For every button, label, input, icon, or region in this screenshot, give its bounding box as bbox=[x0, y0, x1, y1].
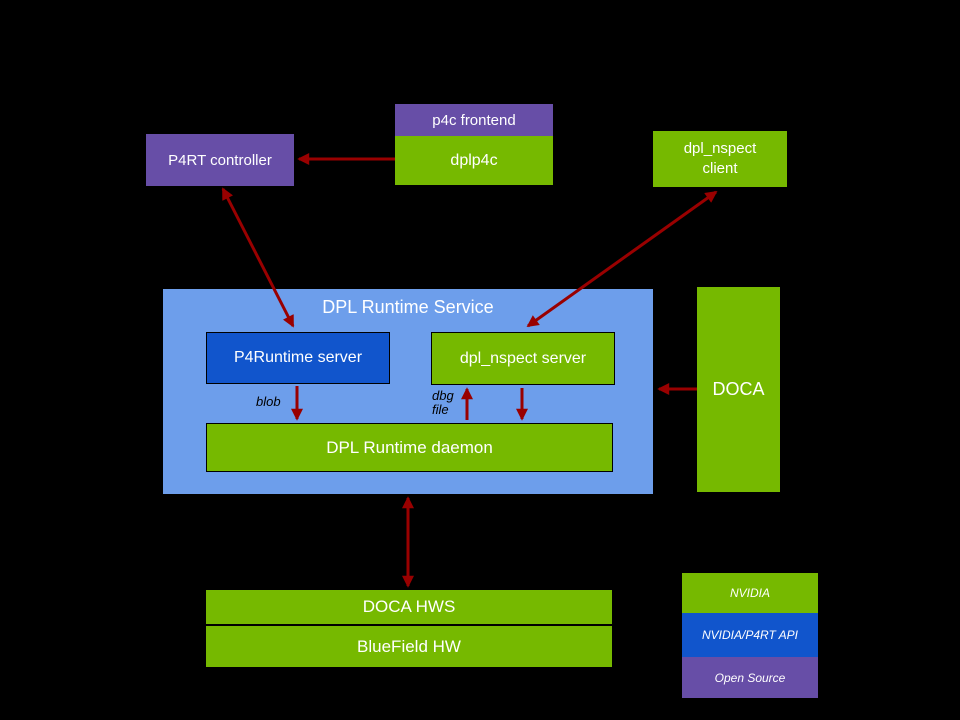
legend: NVIDIA NVIDIA/P4RT API Open Source bbox=[682, 573, 818, 698]
p4rt-controller-box: P4RT controller bbox=[146, 134, 294, 186]
dpl-nspect-server-box: dpl_nspect server bbox=[431, 332, 615, 385]
p4runtime-server-box: P4Runtime server bbox=[206, 332, 390, 384]
p4c-frontend-box: p4c frontend bbox=[395, 104, 553, 136]
legend-item-nvidia-p4rt-api: NVIDIA/P4RT API bbox=[682, 613, 818, 657]
bluefield-hw-box: BlueField HW bbox=[206, 626, 612, 667]
blob-edge-label: blob bbox=[256, 394, 281, 409]
doca-box: DOCA bbox=[697, 287, 780, 492]
dpl-nspect-client-box: dpl_nspect client bbox=[653, 131, 787, 187]
legend-item-open-source: Open Source bbox=[682, 657, 818, 698]
dplp4c-box: dplp4c bbox=[395, 136, 553, 185]
legend-item-nvidia: NVIDIA bbox=[682, 573, 818, 613]
dpl-runtime-daemon-box: DPL Runtime daemon bbox=[206, 423, 613, 472]
doca-hws-box: DOCA HWS bbox=[206, 590, 612, 624]
dbg-file-edge-label: dbg file bbox=[432, 388, 454, 417]
dpl-runtime-service-title: DPL Runtime Service bbox=[322, 297, 494, 317]
